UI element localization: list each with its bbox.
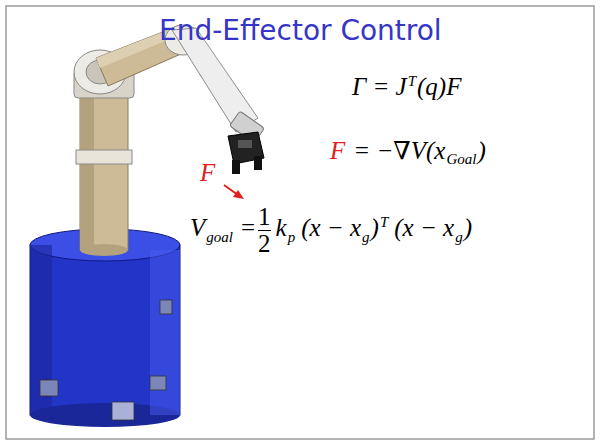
equation-term: k	[276, 214, 287, 241]
equation-term: (x − x	[301, 214, 361, 241]
equation: F = −∇V(xGoal)	[330, 138, 486, 167]
slide-frame	[6, 6, 594, 439]
equation-term: T	[408, 73, 416, 89]
equation-term: g	[362, 229, 370, 245]
robot-arm	[30, 25, 264, 427]
equation-term: )	[477, 137, 485, 164]
equation-term: Γ = J	[352, 73, 407, 100]
equation-term: )	[371, 214, 379, 241]
equation-term: )	[464, 214, 472, 241]
equation-term: T	[380, 214, 388, 230]
equation-term: Goal	[446, 151, 476, 167]
equation-term: =	[241, 214, 255, 241]
equation: Vgoal=12kp(x − xg)T(x − xg)	[190, 204, 472, 258]
equation-term: g	[455, 229, 463, 245]
slide-title: End-Effector Control	[159, 14, 442, 47]
force-arrow	[224, 185, 244, 199]
equation-term: 1	[258, 204, 271, 230]
equation-term: (x − x	[394, 214, 454, 241]
equation-term: (q)F	[417, 73, 461, 100]
equation: Γ = JT(q)F	[352, 74, 461, 99]
equation-term: = −∇V(x	[353, 137, 445, 164]
fraction: 12	[258, 204, 271, 258]
equation-term: F	[330, 137, 345, 164]
force-label: F	[200, 160, 215, 185]
equation-term: goal	[206, 229, 233, 245]
equation-term: V	[190, 214, 205, 241]
equation-term: p	[288, 229, 296, 245]
equation-term: 2	[258, 230, 271, 257]
